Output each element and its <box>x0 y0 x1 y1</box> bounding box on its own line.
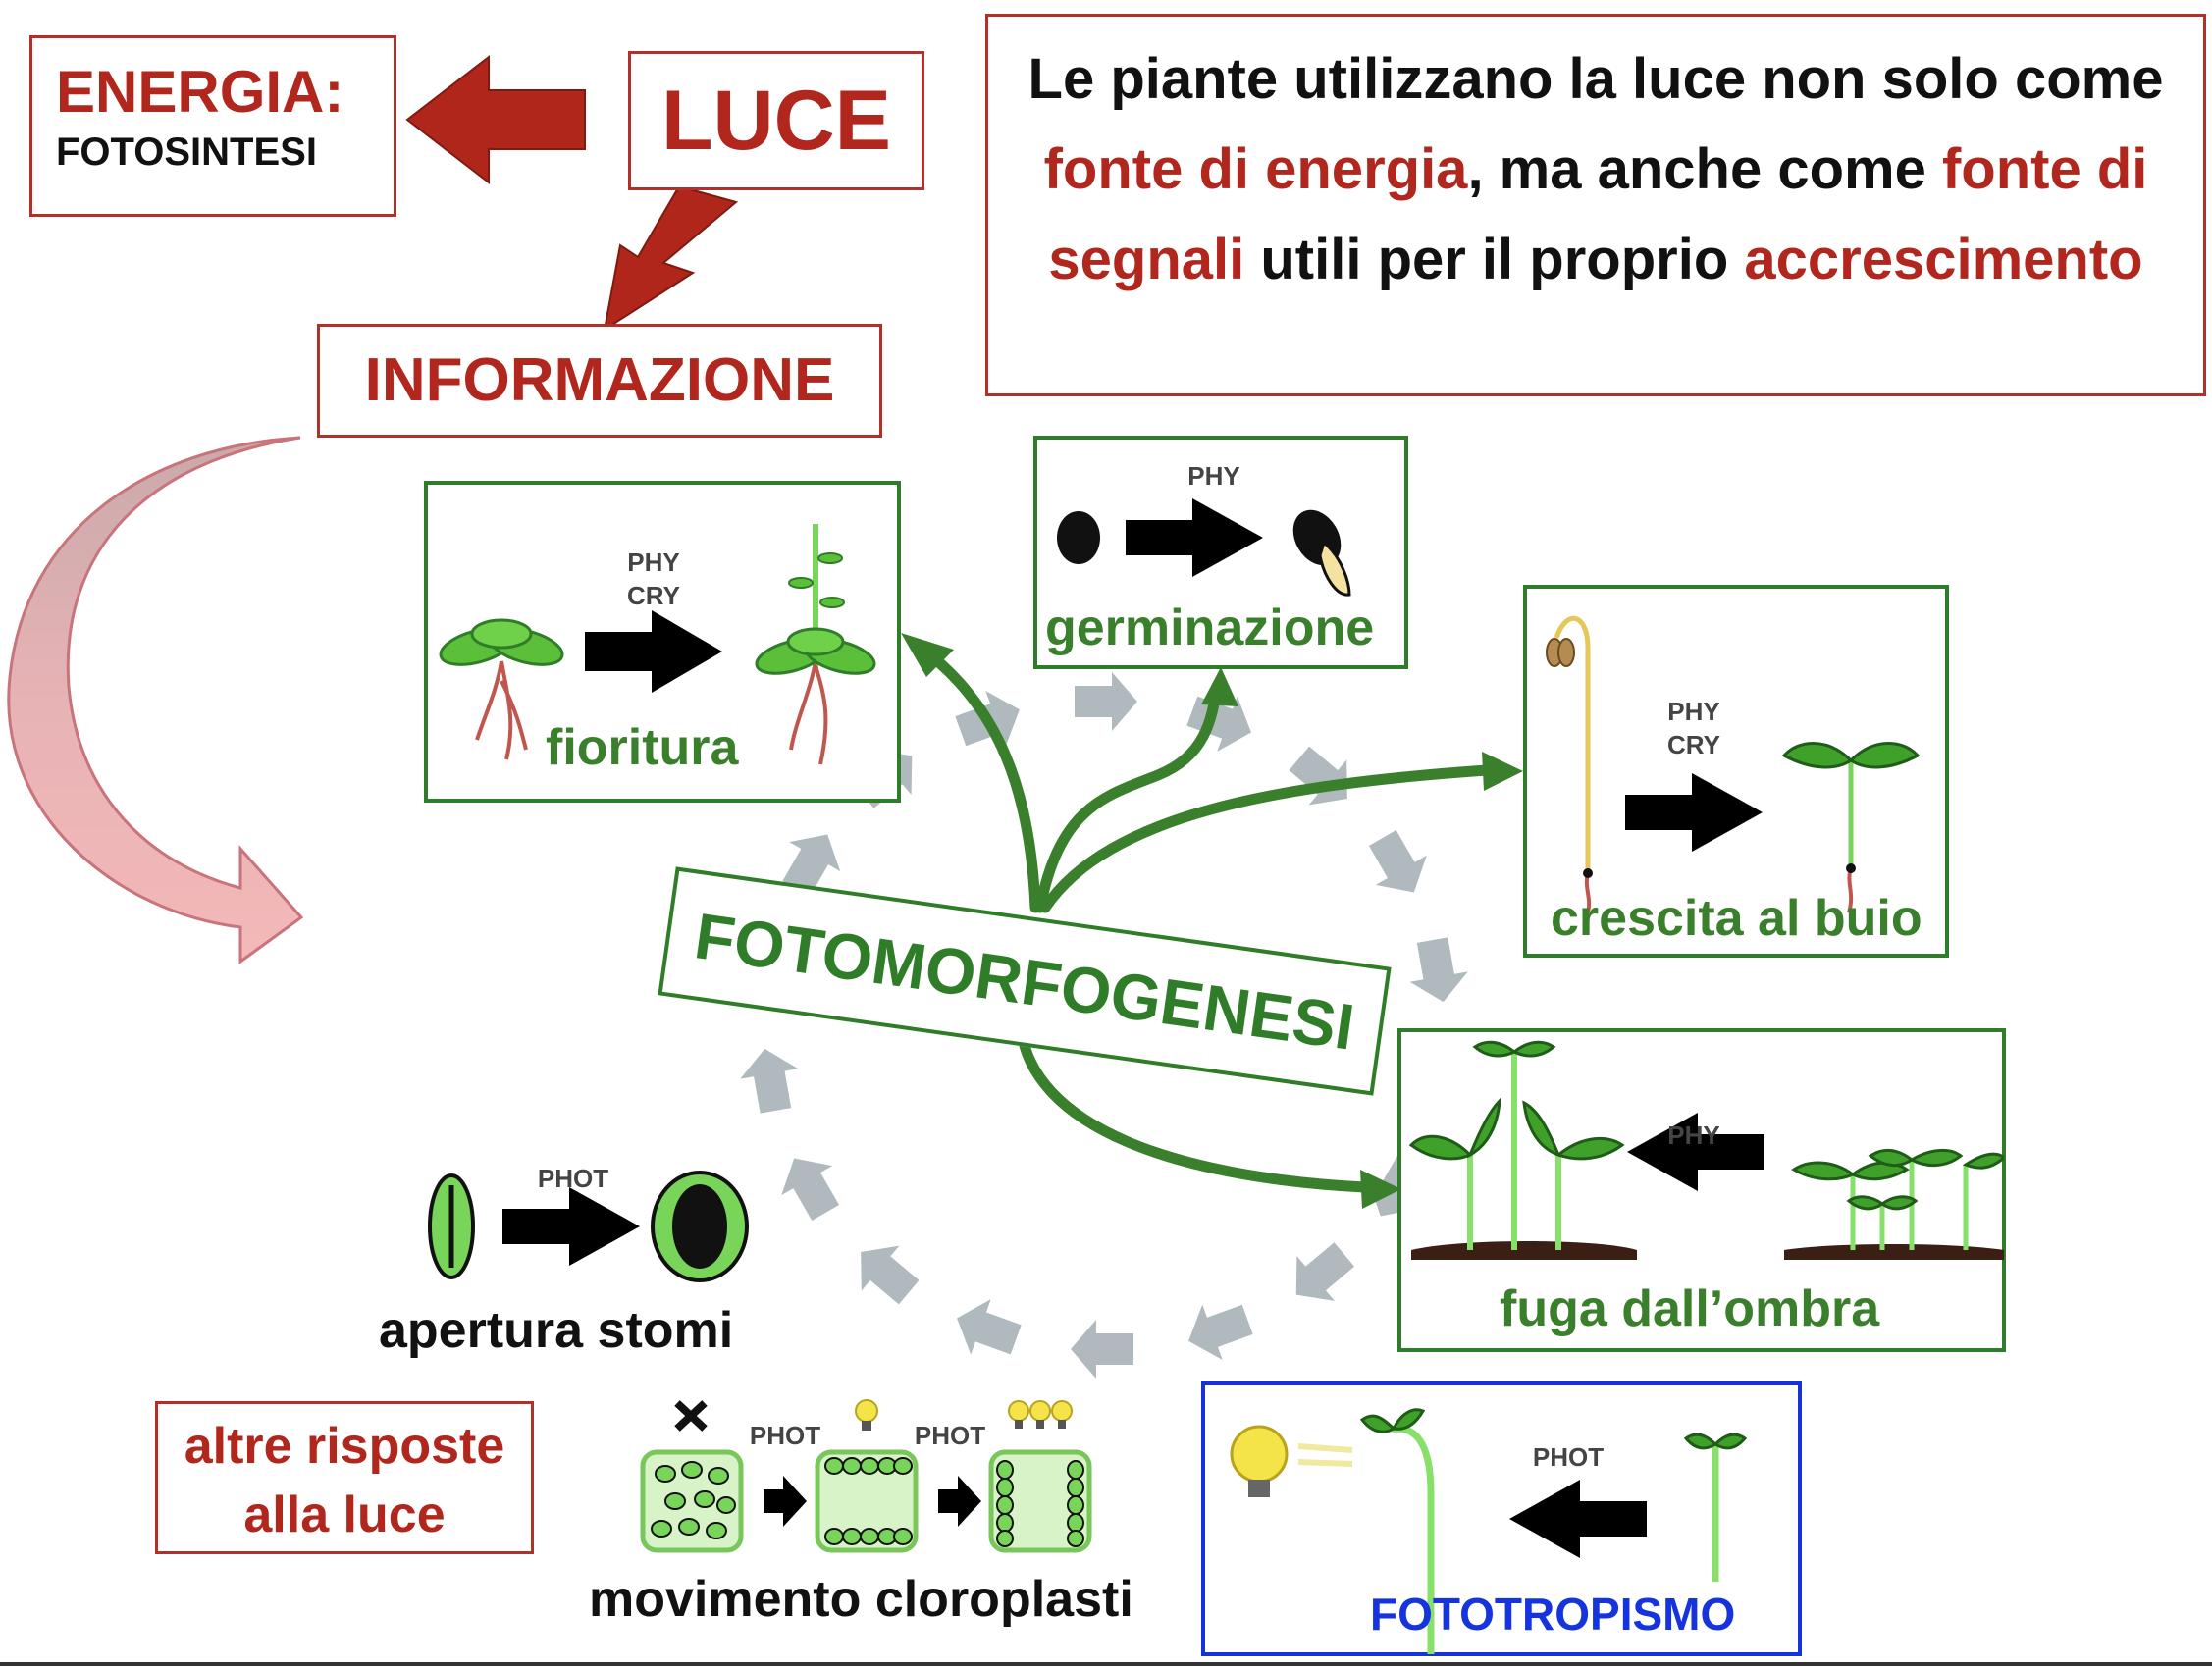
fototropismo-label: FOTOTROPISMO <box>1370 1589 1736 1640</box>
cloroplasti-receptor-2: PHOT <box>914 1421 986 1450</box>
cycle-arrow <box>861 1245 920 1305</box>
cloroplasti-illustration <box>640 1399 1092 1553</box>
cloroplasti-receptor-1: PHOT <box>749 1421 821 1450</box>
bulb-small-icon <box>855 1399 878 1431</box>
stomi-label: apertura stomi <box>379 1302 734 1359</box>
arrow-luce-to-informazione <box>603 184 739 333</box>
seed-icon <box>1057 511 1100 564</box>
arrow-right-small-icon <box>938 1476 981 1527</box>
arrow-right-icon <box>585 610 722 693</box>
luce-box: LUCE <box>628 51 924 190</box>
cycle-arrow <box>782 834 841 897</box>
arrow-left-icon <box>1509 1480 1647 1558</box>
short-seedlings-icon <box>1784 1149 2004 1260</box>
altre-box: altre risposte alla luce <box>155 1401 534 1554</box>
luce-label: LUCE <box>660 74 892 168</box>
fuga-label: fuga dall’ombra <box>1500 1280 1880 1337</box>
fioritura-label: fioritura <box>546 719 739 776</box>
bent-seedling-icon <box>1359 1408 1435 1654</box>
altre-line-2: alla luce <box>243 1486 446 1543</box>
energia-box: ENERGIA: FOTOSINTESI <box>29 35 396 217</box>
arrow-to-crescita <box>1039 764 1493 913</box>
bulbs-strong-icon <box>1008 1400 1073 1429</box>
energia-subtitle: FOTOSINTESI <box>56 130 317 174</box>
cycle-arrow <box>1071 1320 1133 1379</box>
crescita-label: crescita al buio <box>1551 890 1922 947</box>
straight-seedling-icon <box>1683 1433 1748 1582</box>
fuga-illustration <box>1408 1040 2004 1260</box>
arrow-to-fuga <box>1015 1019 1370 1193</box>
cloroplasti-label: movimento cloroplasti <box>589 1571 1133 1628</box>
statement-highlight-segnali: fonte di segnali <box>1048 137 2148 291</box>
germinating-seed-icon <box>1292 509 1351 597</box>
cell-side-chloroplasts-icon <box>988 1449 1092 1553</box>
bottom-rule <box>0 1662 2212 1666</box>
altre-line-1: altre risposte <box>184 1418 505 1475</box>
statement-part-2: , ma anche come <box>1467 137 1942 201</box>
cycle-arrow <box>1409 937 1468 1003</box>
germinazione-box: PHY germinazione <box>1033 436 1408 669</box>
fototropismo-box: PHOT FOTOTROPISMO <box>1201 1381 1802 1656</box>
stomi-illustration <box>428 1171 749 1282</box>
arrow-right-icon <box>502 1187 640 1266</box>
cycle-arrow <box>1368 830 1427 893</box>
arrow-right-icon <box>1625 773 1763 852</box>
statement-part-3: utili per il proprio <box>1244 228 1745 291</box>
energia-title: ENERGIA: <box>56 59 344 125</box>
cycle-arrow <box>957 1299 1022 1355</box>
fioritura-receptor-1: PHY <box>627 547 680 577</box>
fioritura-receptor-2: CRY <box>627 581 680 610</box>
fuga-receptor-1: PHY <box>1667 1121 1720 1150</box>
fototropismo-receptor-1: PHOT <box>1532 1442 1605 1472</box>
cycle-arrow <box>1295 1242 1355 1301</box>
crescita-illustration <box>1546 615 1921 913</box>
dark-cross-icon <box>674 1400 708 1432</box>
tall-seedlings-icon <box>1408 1040 1637 1260</box>
fioritura-box: PHY CRY fioritura <box>424 481 901 803</box>
etiolated-seedling-icon <box>1546 615 1593 913</box>
cycle-arrow <box>1186 696 1251 752</box>
arrow-right-icon <box>1126 498 1263 577</box>
germinazione-label: germinazione <box>1045 599 1375 656</box>
crescita-receptor-1: PHY <box>1667 697 1720 726</box>
cycle-arrow <box>1075 672 1137 731</box>
statement-part-1: Le piante utilizzano la luce non solo co… <box>1027 47 2164 111</box>
arrow-left-icon <box>1627 1113 1764 1191</box>
cell-random-chloroplasts-icon <box>640 1449 744 1553</box>
light-bulb-icon <box>1230 1425 1353 1497</box>
plant-flowering-icon <box>755 524 876 765</box>
fototropismo-illustration <box>1230 1408 1748 1654</box>
curved-arrow-informazione <box>7 436 304 964</box>
informazione-box: INFORMAZIONE <box>317 324 882 438</box>
plant-rosette-icon <box>439 618 564 760</box>
arrow-to-germinazione <box>1034 681 1223 913</box>
germinazione-illustration <box>1057 498 1351 597</box>
deetiolated-seedling-icon <box>1781 742 1921 913</box>
stoma-closed-icon <box>428 1173 475 1279</box>
stomi-receptor-1: PHOT <box>537 1164 609 1193</box>
crescita-receptor-2: CRY <box>1667 730 1720 759</box>
statement-highlight-accrescimento: accrescimento <box>1744 228 2143 291</box>
statement-text: Le piante utilizzano la luce non solo co… <box>1008 34 2184 305</box>
statement-box: Le piante utilizzano la luce non solo co… <box>985 14 2206 396</box>
cycle-arrow <box>781 1158 840 1221</box>
crescita-box: PHY CRY crescita al buio <box>1523 585 1949 958</box>
stoma-open-icon <box>651 1171 749 1282</box>
cycle-arrow <box>1188 1304 1253 1361</box>
statement-highlight-energia: fonte di energia <box>1043 137 1468 201</box>
fuga-box: PHY fuga dall’ombra <box>1397 1028 2006 1352</box>
germinazione-receptor-1: PHY <box>1187 461 1240 491</box>
arrow-to-fioritura <box>915 642 1041 913</box>
cycle-arrow <box>740 1048 799 1114</box>
fioritura-illustration <box>439 524 876 765</box>
informazione-label: INFORMAZIONE <box>364 346 835 414</box>
arrow-luce-to-energia <box>405 54 586 185</box>
cell-face-chloroplasts-icon <box>815 1449 919 1553</box>
arrow-right-small-icon <box>764 1476 807 1527</box>
